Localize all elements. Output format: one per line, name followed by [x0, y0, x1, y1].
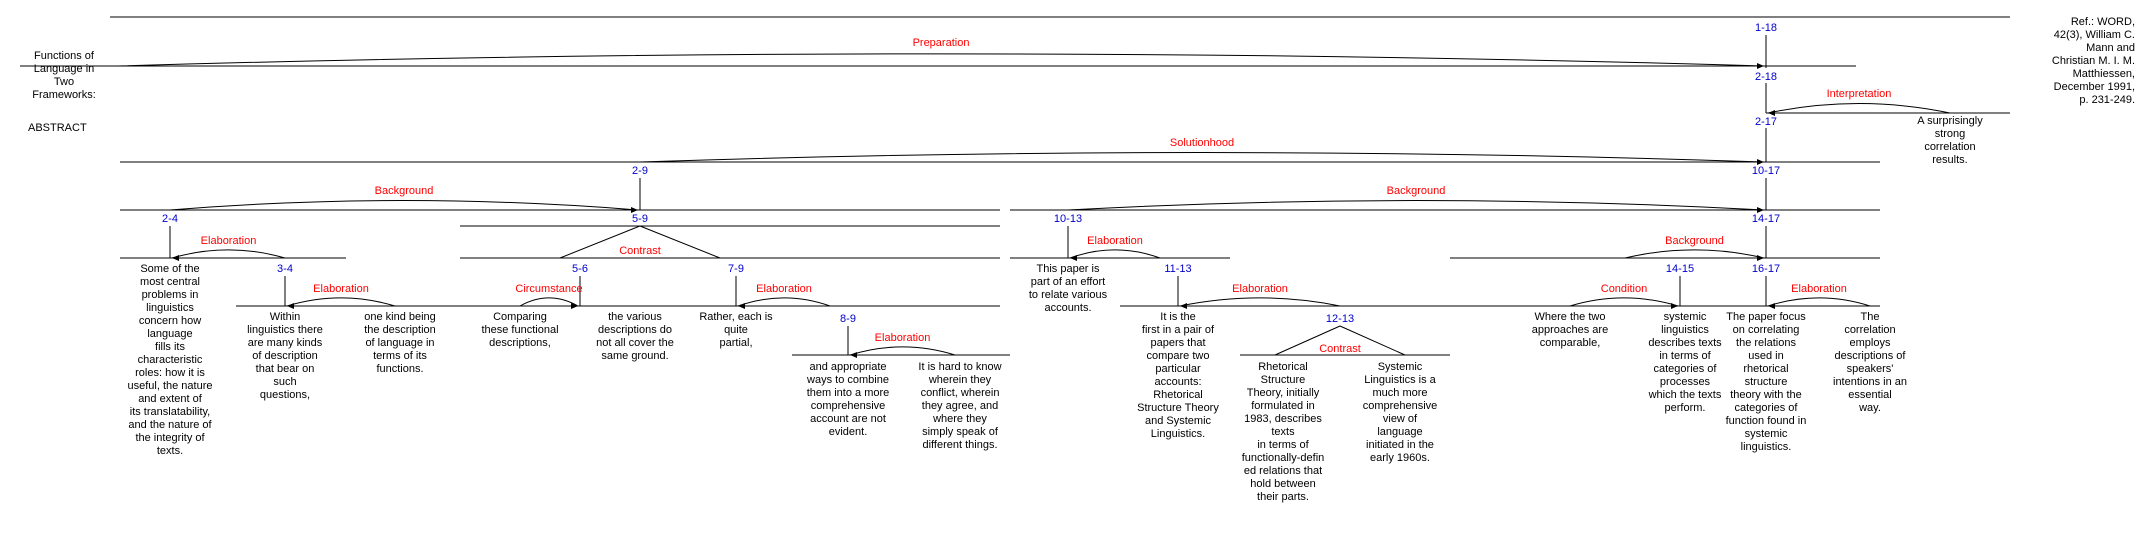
- span-1-18-label: 1-18: [1755, 22, 1777, 34]
- rel-contrast-5-9-label: Contrast: [619, 245, 661, 257]
- rel-background-14-17-arrowhead: [1757, 255, 1764, 261]
- rel-elaboration-10-13-arrowhead: [1070, 255, 1077, 261]
- rel-elaboration-16-17-arrowhead: [1768, 303, 1775, 309]
- rel-elaboration-7-9-arc: [737, 297, 831, 307]
- span-2-9-label: 2-9: [632, 165, 648, 177]
- span-14-17-label: 14-17: [1752, 213, 1780, 225]
- span-5-6-label: 5-6: [572, 263, 588, 275]
- rel-solutionhood-arrowhead: [1757, 159, 1764, 165]
- rel-elaboration-2-4-label: Elaboration: [201, 235, 257, 247]
- rel-elaboration-7-9-arrowhead: [738, 303, 745, 309]
- rel-elaboration-8-9-label: Elaboration: [875, 332, 931, 344]
- rel-background-10-17-label: Background: [1387, 185, 1446, 197]
- rel-interpretation-arc: [1767, 103, 1951, 114]
- rel-circumstance-label: Circumstance: [515, 283, 582, 295]
- span-8-9-label: 8-9: [840, 313, 856, 325]
- rel-interpretation-label: Interpretation: [1827, 88, 1892, 100]
- rel-background-14-17-label: Background: [1665, 235, 1724, 247]
- rel-elaboration-3-4-label: Elaboration: [313, 283, 369, 295]
- reference-citation: Ref.: WORD, 42(3), William C. Mann and C…: [2051, 16, 2135, 106]
- rel-solutionhood-arc: [639, 152, 1765, 163]
- rel-contrast-12-13-label: Contrast: [1319, 343, 1361, 355]
- span-10-17-label: 10-17: [1752, 165, 1780, 177]
- rel-background-2-9-label: Background: [375, 185, 434, 197]
- rel-preparation-arc: [117, 53, 1765, 67]
- span-11-13-label: 11-13: [1164, 263, 1191, 275]
- rel-elaboration-2-4-arc: [171, 249, 286, 259]
- rel-elaboration-11-13-label: Elaboration: [1232, 283, 1288, 295]
- span-10-13-label: 10-13: [1054, 213, 1082, 225]
- rel-elaboration-16-17-label: Elaboration: [1791, 283, 1847, 295]
- section-label: ABSTRACT: [28, 122, 87, 134]
- span-16-17-label: 16-17: [1752, 263, 1780, 275]
- rel-elaboration-2-4-arrowhead: [172, 255, 179, 261]
- rel-condition-arc: [1569, 297, 1679, 307]
- span-7-9-label: 7-9: [728, 263, 744, 275]
- span-5-9-label: 5-9: [632, 213, 648, 225]
- rel-preparation-label: Preparation: [913, 37, 970, 49]
- rel-elaboration-10-13-arc: [1069, 249, 1161, 259]
- rel-circumstance-arc: [519, 297, 579, 307]
- rel-condition-arrowhead: [1671, 303, 1678, 309]
- rel-elaboration-3-4-arrowhead: [287, 303, 294, 309]
- span-2-18-label: 2-18: [1755, 71, 1777, 83]
- rel-background-2-9-arrowhead: [631, 207, 638, 213]
- span-2-4-label: 2-4: [162, 213, 178, 225]
- rel-elaboration-11-13-arrowhead: [1180, 303, 1187, 309]
- rel-elaboration-16-17-arc: [1767, 297, 1871, 307]
- span-12-13-label: 12-13: [1326, 313, 1354, 325]
- rel-background-10-17-arrowhead: [1757, 207, 1764, 213]
- span-14-15-label: 14-15: [1666, 263, 1694, 275]
- rel-elaboration-8-9-arrowhead: [850, 352, 857, 358]
- rel-elaboration-7-9-label: Elaboration: [756, 283, 812, 295]
- rel-condition-label: Condition: [1601, 283, 1647, 295]
- rel-elaboration-11-13-arc: [1179, 297, 1341, 307]
- rel-solutionhood-label: Solutionhood: [1170, 137, 1234, 149]
- rel-elaboration-3-4-arc: [286, 297, 396, 307]
- contrast-5-9-lines: [559, 225, 721, 259]
- rel-circumstance-arrowhead: [571, 303, 578, 309]
- contrast-12-13-lines: [1274, 325, 1406, 356]
- rel-elaboration-8-9-arc: [849, 346, 956, 356]
- rel-background-10-17-arc: [1067, 200, 1765, 211]
- rel-background-2-9-arc: [169, 200, 639, 211]
- span-3-4-label: 3-4: [277, 263, 293, 275]
- rel-background-14-17-arc: [1624, 249, 1765, 259]
- rel-elaboration-10-13-label: Elaboration: [1087, 235, 1143, 247]
- rel-interpretation-arrowhead: [1768, 110, 1775, 116]
- span-2-17-label: 2-17: [1755, 116, 1777, 128]
